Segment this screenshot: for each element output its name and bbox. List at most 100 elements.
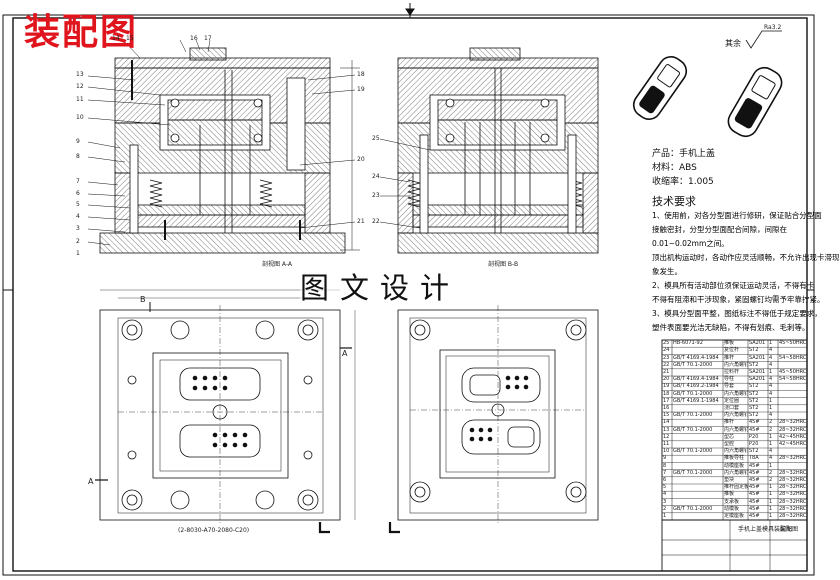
bom-cell: 4 <box>769 354 773 361</box>
bom-cell: 19 <box>663 383 670 390</box>
bom-cell: GB/T 4169.2-1984 <box>673 383 719 390</box>
bom-cell: 推杆 <box>724 419 735 426</box>
bom-cell: 54~58HRC <box>779 376 807 383</box>
bom-cell: 4 <box>663 491 667 498</box>
requirement-line: 不得有阻滞和干涉现象，紧固螺钉均需予牢靠拧紧。 <box>652 295 825 304</box>
bom-row-lines <box>662 347 807 513</box>
bom-cell: GB/T 70.1-2000 <box>673 412 713 419</box>
part-number-callout: 6 <box>76 190 80 197</box>
bom-cell: 45# <box>749 491 760 498</box>
bom-cell: 内六角螺钉 <box>724 448 750 455</box>
bom-cell: 1 <box>769 441 773 447</box>
part-number-callout: 23 <box>372 192 380 199</box>
bom-cell: 1 <box>769 498 773 505</box>
bom-cell: 18 <box>663 390 670 397</box>
bom-cell: 45# <box>749 513 760 519</box>
bom-cell: 28~32HRC <box>779 426 807 433</box>
roughness-value: Ra3.2 <box>764 24 782 31</box>
title-block-name: 手机上盖模具装配图 <box>738 526 793 533</box>
bom-cell: T8A <box>749 455 759 462</box>
roughness-symbol <box>745 30 782 49</box>
part-number-callout: 12 <box>76 83 84 90</box>
bom-cell: 21 <box>663 369 670 375</box>
bom-cell: 1 <box>769 462 773 469</box>
bom-cell: 12 <box>663 433 670 440</box>
bom-cell: 1 <box>769 340 773 347</box>
leader-lines-left <box>87 39 356 246</box>
bom-cell: 动模座板 <box>724 462 745 469</box>
bom-cell: 42~45HRC <box>779 433 807 440</box>
bom-cell: 支承板 <box>724 498 740 505</box>
bom-cell: 4 <box>769 376 773 383</box>
part-number-callout: 7 <box>76 178 80 185</box>
bom-cell: HB-6071-92 <box>673 340 703 347</box>
bom-cell: SA201 <box>749 340 766 347</box>
bom-cell: GB/T 70.1-2000 <box>673 469 713 476</box>
bom-cell: ST2 <box>749 361 759 368</box>
bom-cell: ST2 <box>749 383 759 390</box>
bom-cell: 1 <box>769 397 773 404</box>
bom-cell: 42~45HRC <box>779 441 807 447</box>
bom-cell: 4 <box>769 448 773 455</box>
shrinkage: 收缩率：1.005 <box>652 177 714 187</box>
bom-cell: 3 <box>663 498 667 505</box>
part-number-callout: 17 <box>204 35 212 42</box>
section-marker-a: A <box>342 349 348 358</box>
bom-cell: P20 <box>749 441 759 447</box>
bom-cell: 推板 <box>724 491 735 498</box>
bom-cell: 推板 <box>724 340 735 347</box>
section-marker-b: B <box>140 295 146 304</box>
part-number-callout: 13 <box>76 71 84 78</box>
section-view-a-a <box>99 47 360 254</box>
section-b-b-caption: 剖视图 B-B <box>488 261 519 268</box>
bom-cell: 1 <box>769 369 773 375</box>
cavity-holes-right <box>469 375 529 442</box>
bom-cell: GB/T 70.1-2000 <box>673 505 713 512</box>
bom-cell: 4 <box>769 412 773 419</box>
bom-cell: 20 <box>663 376 670 383</box>
bom-cell: 导套 <box>724 383 735 390</box>
bom-cell: 45# <box>749 505 760 512</box>
requirement-line: 0.01~0.02mm之间。 <box>652 239 729 248</box>
requirements-title: 技术要求 <box>652 195 696 208</box>
bom-cell: 内六角螺钉 <box>724 361 750 368</box>
part-number-callout: 11 <box>76 96 84 103</box>
part-number-callout: 2 <box>76 238 80 245</box>
plan-view-moving-half <box>95 289 356 525</box>
bottom-dimension-note: (2-8030-A70-2080-C20) <box>178 527 250 534</box>
bom-cell: 28~32HRC <box>779 419 807 426</box>
bom-cell: 4 <box>769 455 773 462</box>
part-number-callout: 16 <box>190 35 198 42</box>
requirement-line: 3、模具分型面平整，图纸标注不得低于规定要求， <box>652 309 822 318</box>
part-number-callout: 4 <box>76 213 80 220</box>
part-number-callout: 24 <box>372 173 380 180</box>
watermark: 图文设计 <box>300 271 461 305</box>
bom-cell: 28~32HRC <box>779 455 807 462</box>
bom-cell: 推板导柱 <box>724 455 745 462</box>
part-number-callout: 15 <box>126 35 134 42</box>
bom-cell: ST2 <box>749 448 759 455</box>
bom-cell: 45~50HRC <box>779 369 807 375</box>
bom-cell: 定位圈 <box>724 397 740 404</box>
bom-cell: 16 <box>663 405 670 411</box>
corner-marks <box>318 522 400 534</box>
product-sketch <box>632 56 783 138</box>
bom-cell: 14 <box>663 419 670 426</box>
bom-cell: 28~32HRC <box>779 513 807 519</box>
part-number-callout: 14 <box>112 35 120 42</box>
bom-cell: 45# <box>749 419 760 426</box>
bom-cell: 2 <box>769 426 773 433</box>
bom-cell: 24 <box>663 347 670 354</box>
bom-cell: 推杆固定板 <box>724 484 750 491</box>
bom-cell: 导柱 <box>724 376 735 383</box>
bom-cell: 2 <box>769 469 773 476</box>
bom-cell: 2 <box>663 505 667 512</box>
bom-cell: 定模座板 <box>724 513 745 519</box>
plan-view-fixed-half <box>397 305 599 525</box>
bom-cell: P20 <box>749 433 759 440</box>
bom-cell: ST2 <box>749 397 759 404</box>
part-number-callout: 20 <box>357 156 365 163</box>
bom-cell: 25 <box>663 340 670 347</box>
bom-cell: 28~32HRC <box>779 477 807 483</box>
part-number-callout: 21 <box>357 218 365 225</box>
